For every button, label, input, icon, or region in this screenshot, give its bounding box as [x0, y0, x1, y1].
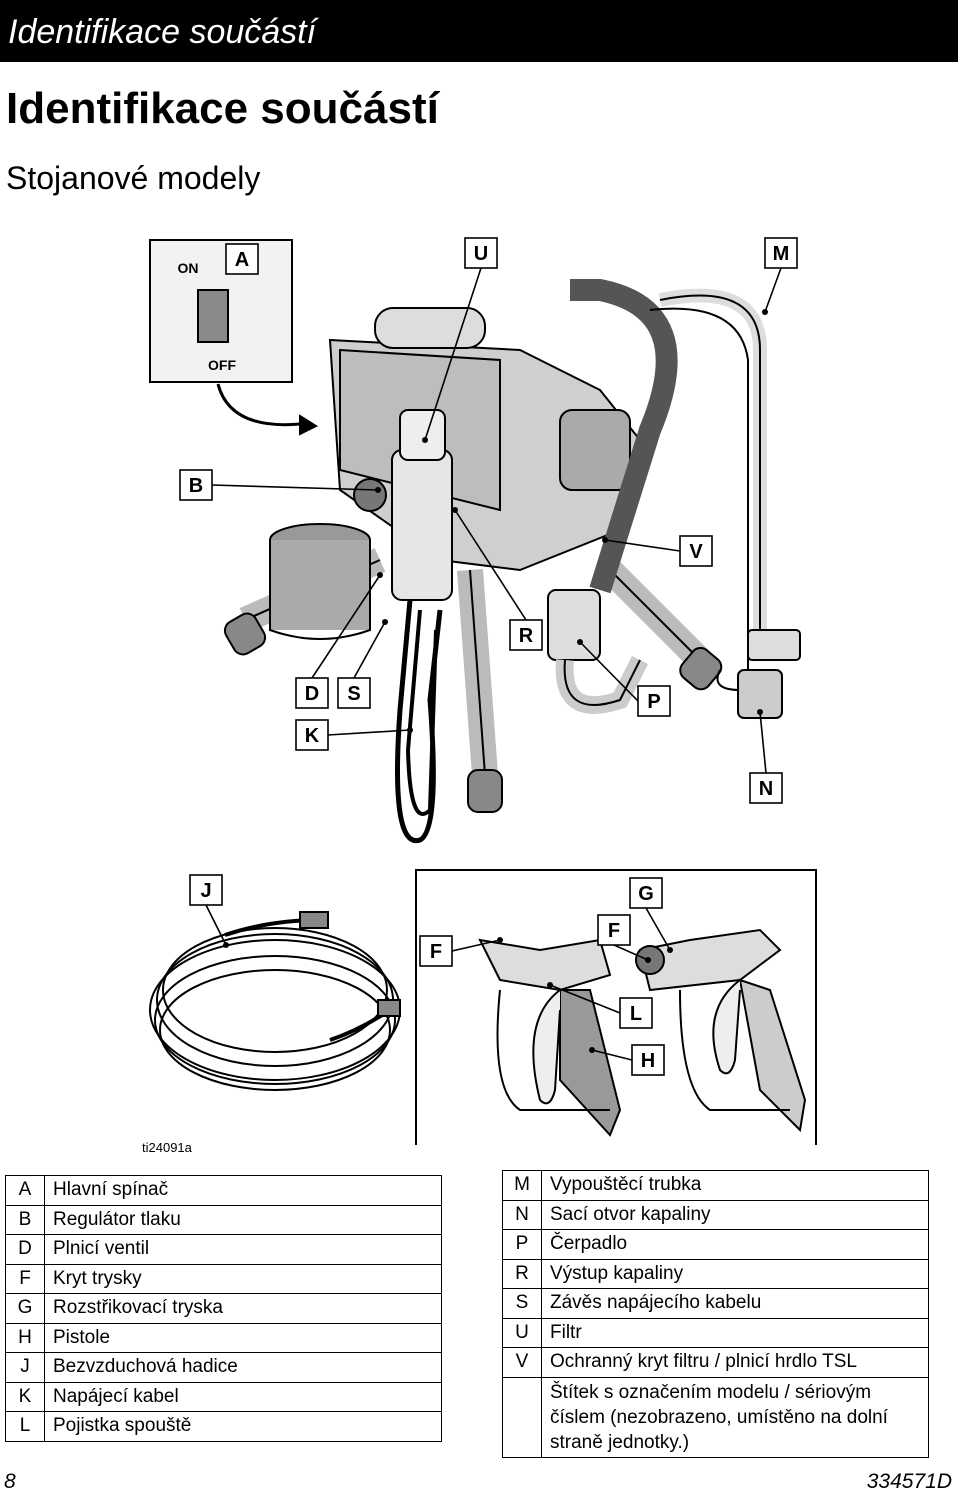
- callout-k: K: [305, 725, 320, 747]
- switch-icon: [197, 289, 229, 343]
- switch-on-label: ON: [178, 260, 199, 276]
- callout-p: P: [647, 691, 660, 713]
- callout-j: J: [200, 880, 211, 902]
- section-header-bar: Identifikace součástí: [0, 0, 958, 62]
- callout-a: A: [235, 249, 249, 271]
- label-note-line-2: číslem (nezobrazeno, umístěno na dolní: [550, 1406, 888, 1428]
- callout-box-h: [631, 1044, 665, 1076]
- callout-m: M: [773, 243, 790, 265]
- label-note-line-3: straně jednotky.): [550, 1431, 690, 1453]
- callout-box-f2: [597, 914, 631, 946]
- page-subtitle: Stojanové modely: [6, 160, 261, 196]
- label-note-line-1: Štítek s označením modelu / sériovým: [550, 1381, 872, 1403]
- section-header-text: Identifikace součástí: [8, 13, 317, 51]
- callout-box-s: [337, 677, 371, 709]
- callout-d: D: [305, 683, 319, 705]
- parts-illustration: ON OFF A U M B V R D S K P N J F F G L H: [149, 237, 817, 1145]
- callout-f1: F: [430, 941, 442, 963]
- callout-b: B: [189, 475, 203, 497]
- callout-g: G: [638, 883, 654, 905]
- document-number: 334571D: [866, 1470, 952, 1493]
- callout-f2: F: [608, 920, 620, 942]
- switch-off-label: OFF: [208, 357, 236, 373]
- callout-box-r: [509, 619, 543, 651]
- callout-box-a: [225, 243, 259, 275]
- callout-box-j: [189, 874, 223, 906]
- callout-h: H: [641, 1050, 655, 1072]
- callout-l: L: [630, 1003, 642, 1025]
- callout-n: N: [759, 778, 773, 800]
- figure-id: ti24091a: [142, 1140, 192, 1155]
- table-row: Štítek s označením modelu / sériovým čís…: [502, 1376, 929, 1458]
- callout-v: V: [689, 541, 703, 563]
- callout-u: U: [474, 243, 488, 265]
- callout-s: S: [347, 683, 360, 705]
- page-title: Identifikace součástí: [6, 84, 439, 133]
- callout-box-g: [629, 877, 663, 909]
- callout-box-m: [764, 237, 798, 269]
- callout-r: R: [519, 625, 534, 647]
- callout-box-b: [179, 469, 213, 501]
- page-number: 8: [4, 1470, 16, 1493]
- callout-box-d: [295, 677, 329, 709]
